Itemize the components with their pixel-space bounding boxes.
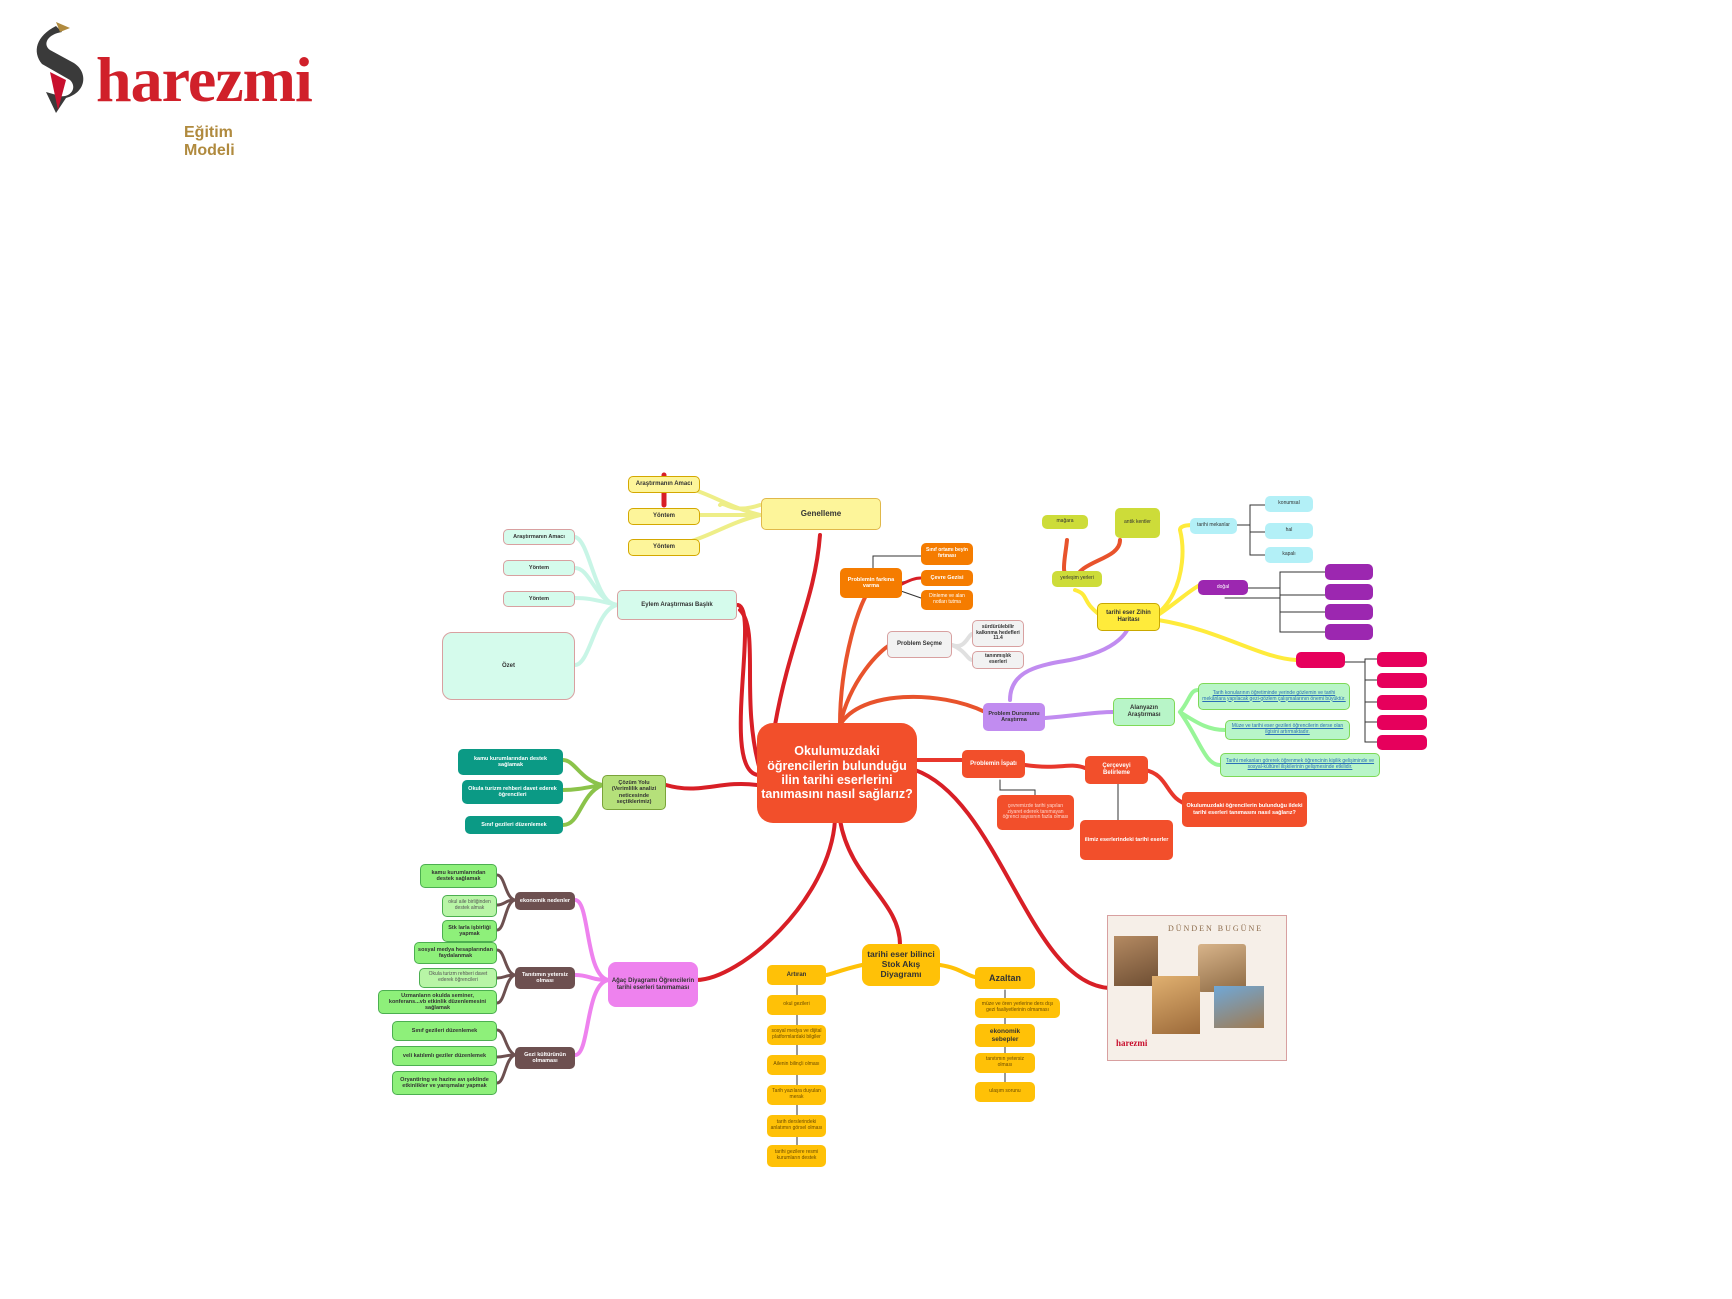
zihin-pink-item-2[interactable] (1377, 673, 1427, 688)
stok-artiran[interactable]: Artıran (767, 965, 826, 985)
stok-artiran-item-2[interactable]: sosyal medya ve dijital platformlardaki … (767, 1025, 826, 1045)
zihin-pink-item-3[interactable] (1377, 695, 1427, 710)
photo-ruins-2 (1198, 944, 1246, 992)
zihin-pink-item-4[interactable] (1377, 715, 1427, 730)
stok-artiran-item-1[interactable]: okul gezileri (767, 995, 826, 1015)
genelleme-item-amac[interactable]: Araştırmanın Amacı (628, 476, 700, 493)
zihin-tarihi-item-3[interactable]: kapalı (1265, 547, 1313, 563)
stok-artiran-item-4[interactable]: Tarih yazılara duyulan merak (767, 1085, 826, 1105)
agac-item-1-3[interactable]: Stk larla işbirliği yapmak (442, 920, 497, 942)
cerceve-item-1[interactable]: ilimiz eserlerindeki tarihi eserler (1080, 820, 1173, 860)
alanyazin-item-3[interactable]: Tarihi mekanları görerek öğrenmek öğrenc… (1220, 753, 1380, 777)
cozum-item-rehber[interactable]: Okula turizm rehberi davet ederek öğrenc… (462, 780, 563, 804)
photo-collage[interactable]: DÜNDEN BUGÜNE harezmi (1107, 915, 1287, 1061)
problem-farkina-node[interactable]: Problemin farkına varma (840, 568, 902, 598)
cozum-node[interactable]: Çözüm Yolu (Verimlilik analizi neticesin… (602, 775, 666, 810)
photo-collage-title: DÜNDEN BUGÜNE (1168, 924, 1264, 933)
cozum-item-sinif[interactable]: Sınıf gezileri düzenlemek (465, 816, 563, 834)
alanyazin-item-1[interactable]: Tarih konularının öğretiminde yerinde gö… (1198, 683, 1350, 710)
eylem-item-yontem-1[interactable]: Yöntem (503, 560, 575, 576)
photo-ruins-1 (1114, 936, 1158, 986)
zihin-purple-item-2[interactable] (1325, 584, 1373, 600)
stok-azaltan-item-3[interactable]: tanıtımın yetersiz olması (975, 1053, 1035, 1073)
eylem-item-ozet[interactable]: Özet (442, 632, 575, 700)
problem-durumu-node[interactable]: Problem Durumunu Araştırma (983, 703, 1045, 731)
problem-secme-node[interactable]: Problem Seçme (887, 631, 952, 658)
zihin-purple-node[interactable]: doğal (1198, 580, 1248, 595)
problem-farkina-item-2[interactable]: Çevre Gezisi (921, 570, 973, 586)
photo-ruins-3 (1152, 976, 1200, 1034)
problem-farkina-item-1[interactable]: Sınıf ortamı beyin fırtınası (921, 543, 973, 565)
agac-item-2-2[interactable]: Okula turizm rehberi davet ederek öğrenc… (419, 968, 497, 988)
stok-azaltan-item-1[interactable]: müze ve ören yerlerine ders dışı gezi fa… (975, 998, 1060, 1018)
problem-secme-item-1[interactable]: sürdürülebilir kalkınma hedefleri 11.4 (972, 620, 1024, 647)
stok-node[interactable]: tarihi eser bilinci Stok Akış Diyagramı (862, 944, 940, 986)
genelleme-item-yontem-2[interactable]: Yöntem (628, 539, 700, 556)
zihin-tarihi-item-2[interactable]: hal (1265, 523, 1313, 539)
zihin-purple-item-1[interactable] (1325, 564, 1373, 580)
logo-brand-text: harezmi (96, 44, 313, 115)
cozum-item-kamu[interactable]: kamu kurumlarından destek sağlamak (458, 749, 563, 775)
logo-subtitle: Eğitim Modeli (184, 124, 235, 159)
genelleme-node[interactable]: Genelleme (761, 498, 881, 530)
zihin-left-magara[interactable]: mağara (1042, 515, 1088, 529)
zihin-left-antik[interactable]: antik kentler (1115, 508, 1160, 538)
zihin-tarihi-item-1[interactable]: konumsal (1265, 496, 1313, 512)
alanyazin-item-2[interactable]: Müze ve tarihi eser gezileri öğrencileri… (1225, 720, 1350, 740)
eylem-item-amac[interactable]: Araştırmanın Amacı (503, 529, 575, 545)
agac-item-3-3[interactable]: Oryantiring ve hazine avı şeklinde etkin… (392, 1071, 497, 1095)
stok-azaltan-item-2[interactable]: ekonomik sebepler (975, 1024, 1035, 1047)
agac-item-1-2[interactable]: okul aile birliğinden destek almak (442, 895, 497, 917)
stok-artiran-item-5[interactable]: tarih derslerindeki anlatımın görsel olm… (767, 1115, 826, 1137)
harezmi-logo: harezmi Eğitim Modeli (26, 18, 313, 159)
problem-farkina-item-3[interactable]: Dinleme ve alan notları tutma (921, 590, 973, 610)
photo-ruins-4 (1214, 986, 1264, 1028)
genelleme-item-yontem-1[interactable]: Yöntem (628, 508, 700, 525)
agac-node[interactable]: Ağaç Diyagramı Öğrencilerin tarihi eserl… (608, 962, 698, 1007)
zihin-pink-item-1[interactable] (1377, 652, 1427, 667)
zihin-pink-item-5[interactable] (1377, 735, 1427, 750)
zihin-purple-item-4[interactable] (1325, 624, 1373, 640)
photo-collage-brand: harezmi (1116, 1038, 1148, 1048)
stok-artiran-item-6[interactable]: tarihi gezilere resmi kurumların destek (767, 1145, 826, 1167)
zihin-left-yerlesim[interactable]: yerleşim yerleri (1052, 571, 1102, 587)
cerceve-item-2[interactable]: Okulumuzdaki öğrencilerin bulunduğu ilde… (1182, 792, 1307, 827)
stok-azaltan-item-4[interactable]: ulaşım sorunu (975, 1082, 1035, 1102)
agac-item-3-1[interactable]: Sınıf gezileri düzenlemek (392, 1021, 497, 1041)
center-topic[interactable]: Okulumuzdaki öğrencilerin bulunduğu ilin… (757, 723, 917, 823)
zihin-node[interactable]: tarihi eser Zihin Haritası (1097, 603, 1160, 631)
problem-secme-item-2[interactable]: tanınmışlık eserleri (972, 651, 1024, 669)
agac-item-2-3[interactable]: Uzmanların okulda seminer, konferans...v… (378, 990, 497, 1014)
alanyazin-node[interactable]: Alanyazın Araştırması (1113, 698, 1175, 726)
logo-emblem-icon (36, 22, 84, 113)
zihin-pink-node[interactable] (1296, 652, 1345, 668)
cerceve-node[interactable]: Çerçeveyi Belirleme (1085, 756, 1148, 784)
stok-azaltan[interactable]: Azaltan (975, 967, 1035, 989)
problem-ispati-node[interactable]: Problemin İspatı (962, 750, 1025, 778)
stok-artiran-item-3[interactable]: Ailenin bilinçli olması (767, 1055, 826, 1075)
eylem-node[interactable]: Eylem Araştırması Başlık (617, 590, 737, 620)
agac-group-ekonomik[interactable]: ekonomik nedenler (515, 892, 575, 910)
problem-ispati-item-1[interactable]: çevremizde tarihi yapıları ziyaret edere… (997, 795, 1074, 830)
eylem-item-yontem-2[interactable]: Yöntem (503, 591, 575, 607)
zihin-purple-item-3[interactable] (1325, 604, 1373, 620)
agac-group-gezi[interactable]: Gezi kültürünün olmaması (515, 1047, 575, 1069)
agac-item-2-1[interactable]: sosyal medya hesaplarından faydalanmak (414, 942, 497, 964)
agac-item-3-2[interactable]: veli katılımlı geziler düzenlemek (392, 1046, 497, 1066)
agac-group-tanitim[interactable]: Tanıtımın yetersiz olması (515, 967, 575, 989)
zihin-tarihi-node[interactable]: tarihi mekanlar (1190, 518, 1237, 534)
agac-item-1-1[interactable]: kamu kurumlarından destek sağlamak (420, 864, 497, 888)
